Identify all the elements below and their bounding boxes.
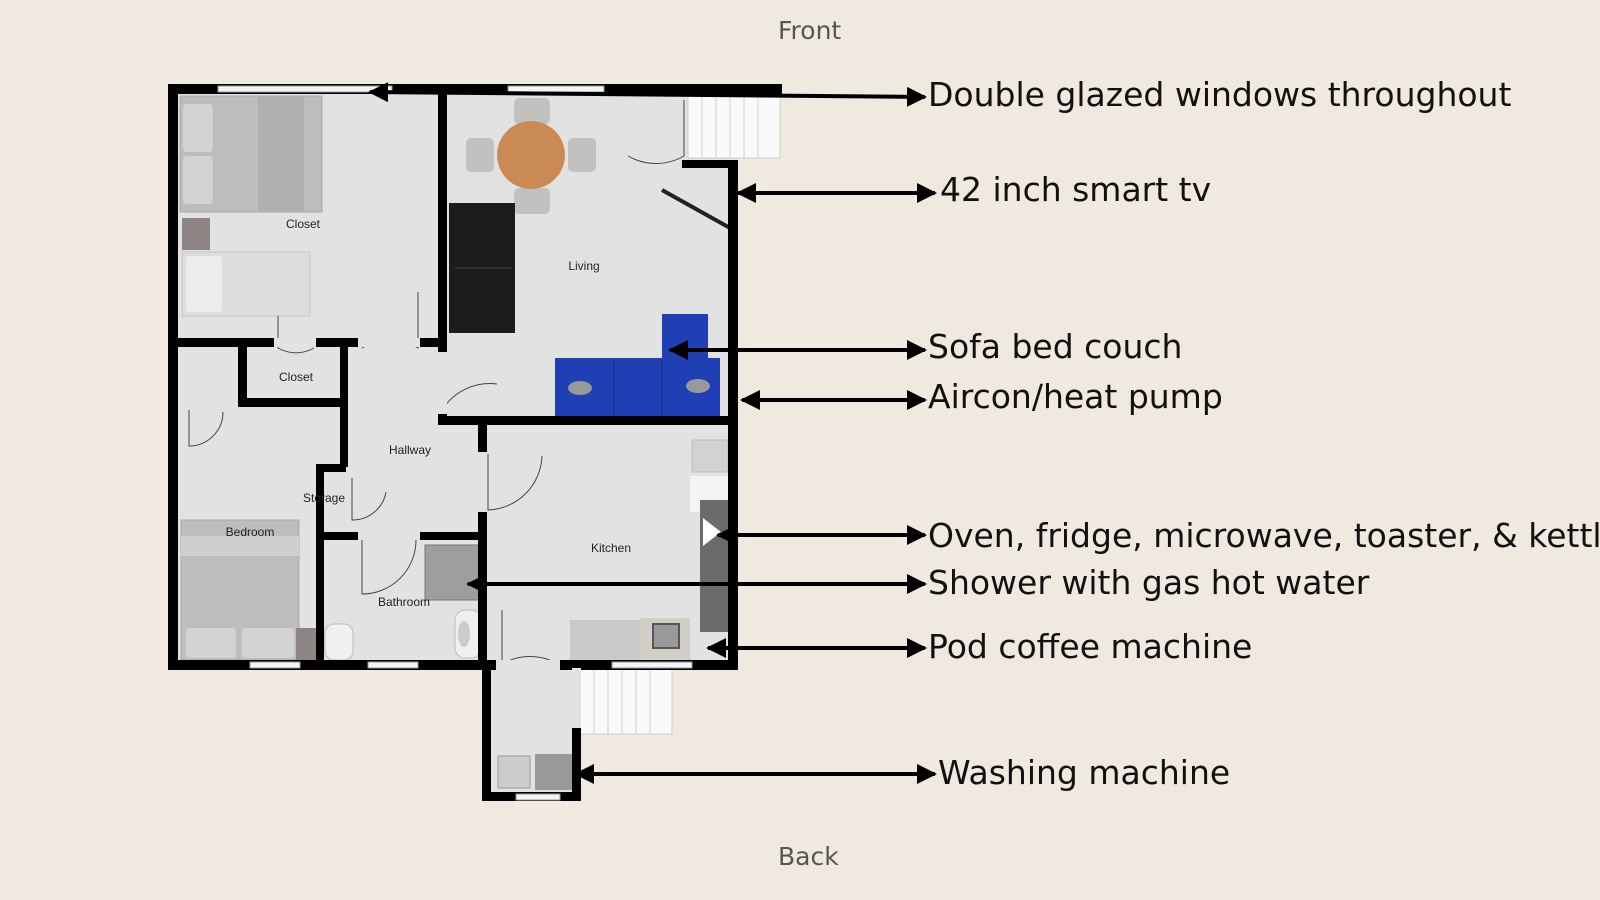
callout-smart-tv: 42 inch smart tv [940,170,1212,209]
callout-coffee-machine: Pod coffee machine [928,627,1253,666]
door-openings [178,338,581,728]
callout-shower: Shower with gas hot water [928,563,1370,602]
room-label-bedroom: Bedroom [226,525,275,539]
room-label-hallway: Hallway [389,443,431,457]
callout-sofa-bed: Sofa bed couch [928,327,1183,366]
front-stairs [687,95,781,159]
callout-kitchen-appliances: Oven, fridge, microwave, toaster, & kett… [928,516,1600,555]
room-label-living: Living [568,259,599,273]
room-label-storage: Storage [303,491,345,505]
back-label: Back [778,842,839,871]
callout-washing-machine: Washing machine [938,753,1231,792]
callout-arrows [368,82,937,784]
room-label-closet-small: Closet [279,370,314,384]
back-stairs [579,667,673,735]
room-label-bathroom: Bathroom [378,595,430,609]
room-label-closet-top: Closet [286,217,321,231]
arrow-windows [368,82,927,107]
room-label-kitchen: Kitchen [591,541,631,555]
callout-aircon: Aircon/heat pump [928,377,1223,416]
front-label: Front [778,16,842,45]
callout-double-glazed-windows: Double glazed windows throughout [928,75,1512,114]
furniture [179,95,738,790]
